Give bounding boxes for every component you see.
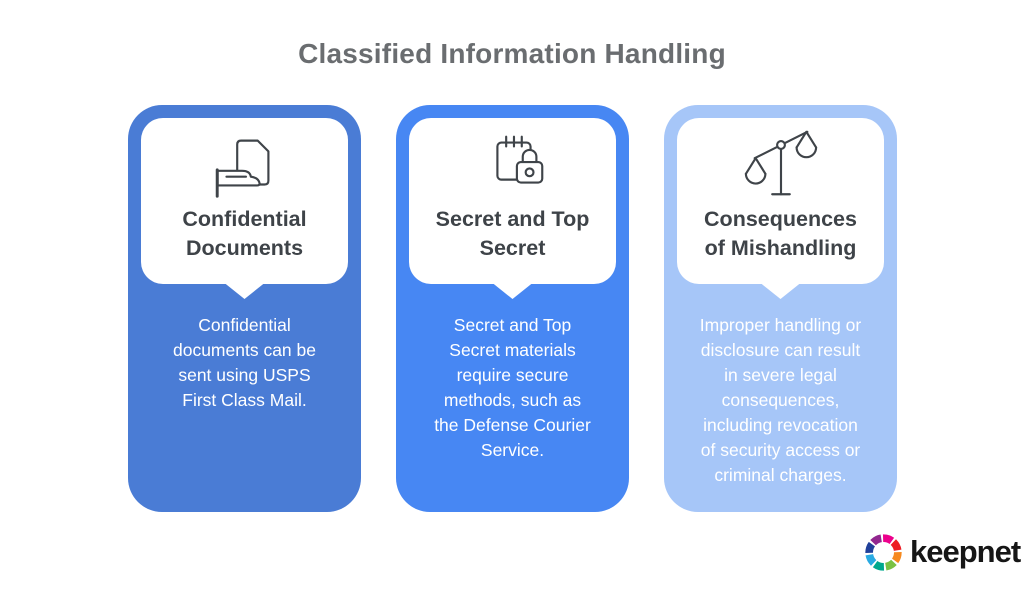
card-secret-top-secret-header-bubble: Secret and Top Secret xyxy=(409,118,616,284)
document-mail-icon xyxy=(215,139,269,198)
scales-of-justice-icon xyxy=(744,130,817,196)
keepnet-logo-icon xyxy=(865,533,902,571)
card-consequences-of-mishandling: Consequences of Mishandling Improper han… xyxy=(664,105,897,512)
card-body-text: Improper handling or disclosure can resu… xyxy=(699,315,862,485)
card-heading: Secret and Top Secret xyxy=(435,207,590,260)
page-title: Classified Information Handling xyxy=(298,38,726,69)
keepnet-logo: keepnet xyxy=(862,530,1021,574)
card-confidential-documents: Confidential Documents Confidential docu… xyxy=(128,105,361,512)
notebook-lock-icon xyxy=(495,135,543,184)
card-consequences-header-bubble: Consequences of Mishandling xyxy=(677,118,884,284)
card-body-text: Secret and Top Secret materials require … xyxy=(434,315,591,460)
card-heading: Consequences of Mishandling xyxy=(704,207,857,260)
keepnet-logo-text: keepnet xyxy=(910,534,1021,569)
card-confidential-documents-header-bubble: Confidential Documents xyxy=(141,118,348,284)
card-heading: Confidential Documents xyxy=(182,207,307,260)
card-body-text: Confidential documents can be sent using… xyxy=(172,315,316,410)
card-secret-top-secret: Secret and Top Secret Secret and Top Sec… xyxy=(396,105,629,512)
